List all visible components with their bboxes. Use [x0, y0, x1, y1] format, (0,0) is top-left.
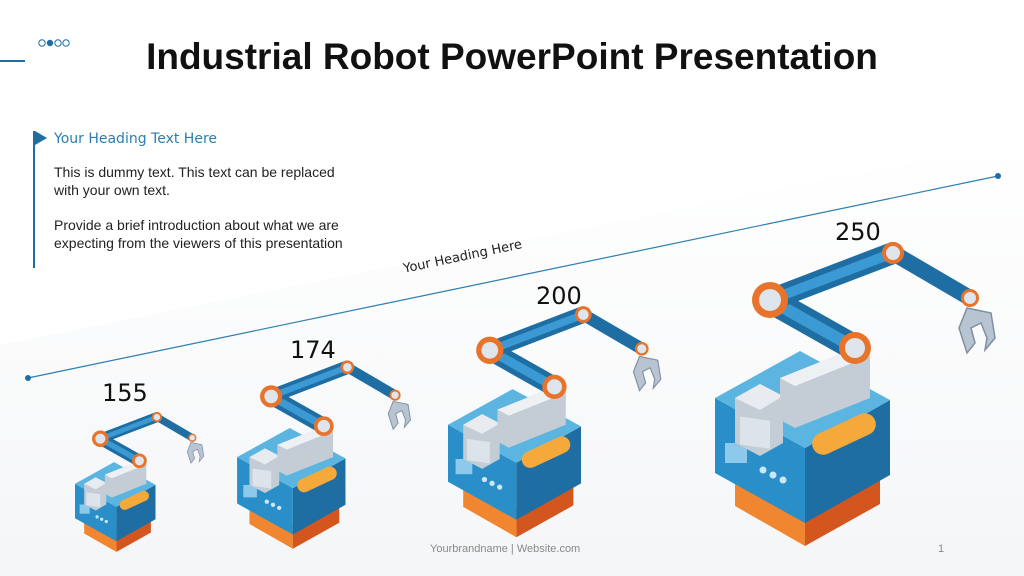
- robot-value-3: 200: [536, 282, 582, 310]
- page-number: 1: [938, 543, 945, 555]
- title-accent-line: [0, 60, 25, 62]
- intro-paragraph-1: This is dummy text. This text can be rep…: [54, 164, 335, 198]
- pagination-dots-icon: [38, 39, 70, 47]
- intro-heading: Your Heading Text Here: [54, 131, 218, 147]
- trend-line: [27, 175, 999, 379]
- flag-icon: [35, 131, 47, 145]
- page-title: Industrial Robot PowerPoint Presentation: [146, 36, 878, 77]
- intro-accent-bar: [33, 131, 35, 268]
- robot-value-1: 155: [102, 379, 148, 407]
- footer-brand: Yourbrandname | Website.com: [430, 543, 581, 555]
- intro-paragraph-2: Provide a brief introduction about what …: [54, 217, 343, 251]
- robot-value-4: 250: [835, 218, 881, 246]
- robot-value-2: 174: [290, 336, 336, 364]
